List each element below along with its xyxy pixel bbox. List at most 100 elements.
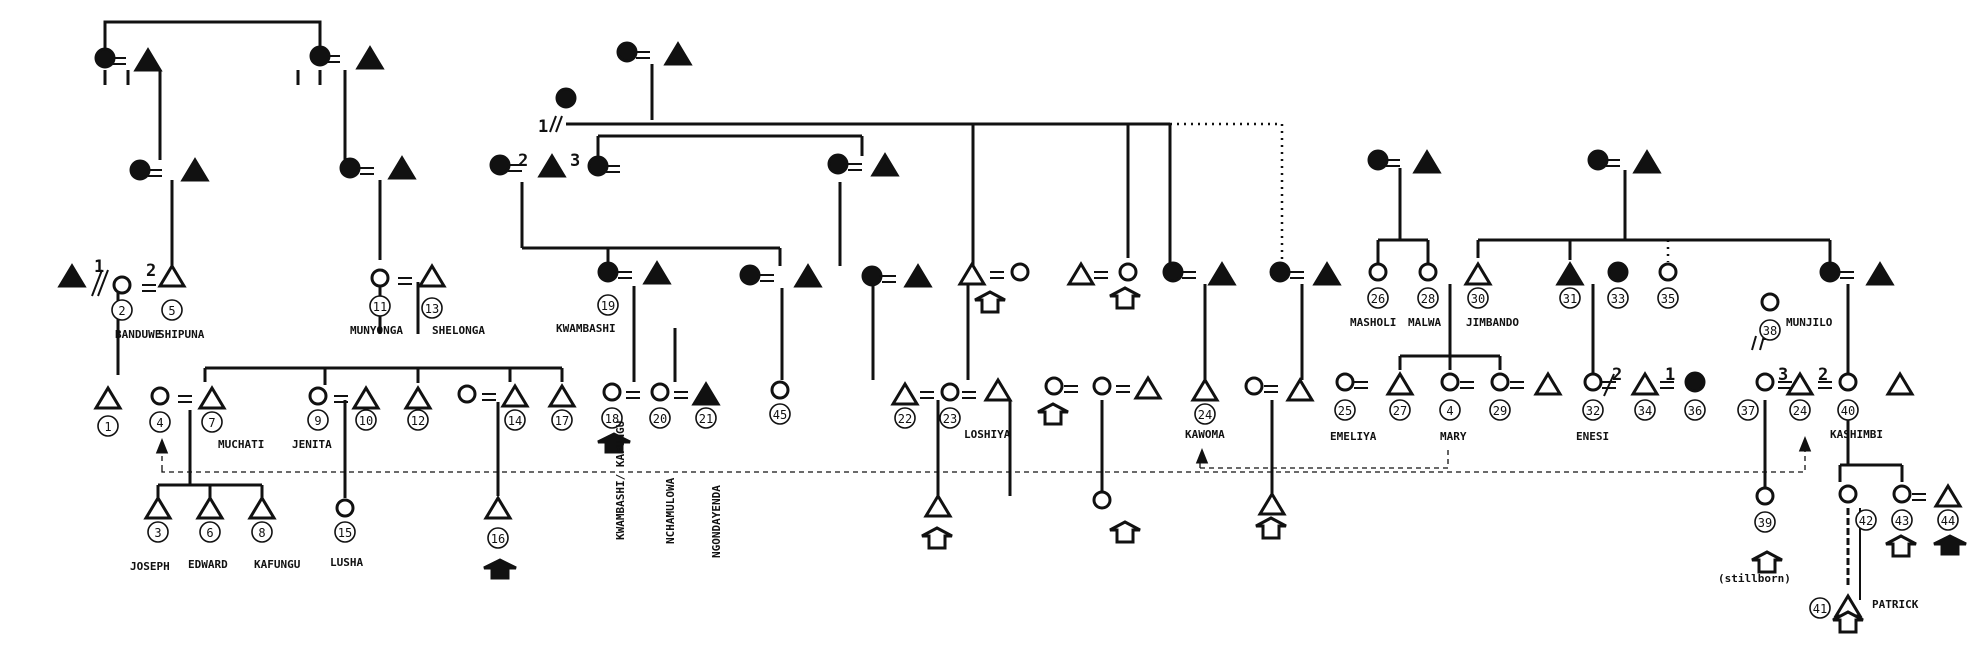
svg-text:26: 26 xyxy=(1371,292,1385,306)
person-numbers: 2 5 11 13 19 26 28 30 31 33 35 38 1 4 7 … xyxy=(97,287,1959,619)
arrow-up-icon xyxy=(1109,286,1141,310)
male-icon xyxy=(143,495,173,520)
svg-text:40: 40 xyxy=(1841,404,1855,418)
number-badge: 7 xyxy=(201,411,223,433)
name-label: MUCHATI xyxy=(218,438,264,451)
arrowhead-icon xyxy=(1798,435,1812,452)
mark-numeral: 1 xyxy=(94,257,104,277)
number-badge: 22 xyxy=(894,407,916,429)
male-deceased-icon xyxy=(691,381,721,406)
svg-text:7: 7 xyxy=(208,416,215,430)
svg-text:28: 28 xyxy=(1421,292,1435,306)
mark-numeral: 2 xyxy=(518,151,528,171)
number-badge: 33 xyxy=(1607,287,1629,309)
svg-text:2: 2 xyxy=(118,304,125,318)
svg-text:16: 16 xyxy=(491,532,505,546)
arrow-up-icon xyxy=(1751,550,1783,574)
number-badge: 24 xyxy=(1789,399,1811,421)
male-icon xyxy=(1463,261,1493,286)
svg-text:4: 4 xyxy=(156,416,163,430)
female-icon xyxy=(770,380,790,400)
male-icon xyxy=(1933,483,1963,508)
marriage-marks xyxy=(91,51,1926,501)
female-icon xyxy=(1118,262,1138,282)
female-icon xyxy=(1418,262,1438,282)
person-names: BANDUWE SHIPUNA MUNYONGA SHELONGA KWAMBA… xyxy=(115,316,1919,611)
male-icon xyxy=(1630,371,1660,396)
svg-text:39: 39 xyxy=(1758,516,1772,530)
svg-text:3: 3 xyxy=(154,526,161,540)
number-badge: 35 xyxy=(1657,287,1679,309)
mark-numeral: 2 xyxy=(146,261,156,281)
name-label: KWAMBASHI/ KAFUNGU xyxy=(614,420,627,540)
svg-text:34: 34 xyxy=(1638,404,1652,418)
female-deceased-icon xyxy=(616,41,638,63)
svg-text:31: 31 xyxy=(1563,292,1577,306)
name-label: MALWA xyxy=(1408,316,1441,329)
male-icon xyxy=(351,385,381,410)
number-badge: 10 xyxy=(355,409,377,431)
mark-numeral: 3 xyxy=(1778,365,1788,385)
svg-text:37: 37 xyxy=(1741,404,1755,418)
number-badge: 19 xyxy=(597,294,619,316)
svg-text:22: 22 xyxy=(898,412,912,426)
svg-text:45: 45 xyxy=(773,408,787,422)
number-badge: 14 xyxy=(504,409,526,431)
svg-text:19: 19 xyxy=(601,299,615,313)
arrowhead-icon xyxy=(155,437,169,454)
number-badge: 15 xyxy=(334,521,356,543)
female-icon xyxy=(150,386,170,406)
svg-text:4: 4 xyxy=(1446,404,1453,418)
svg-text:24: 24 xyxy=(1198,408,1212,422)
arrowhead-icon xyxy=(1195,447,1209,464)
number-badge: 8 xyxy=(251,521,273,543)
number-badge: 38 xyxy=(1759,319,1781,341)
name-label: NGONDAYENDA xyxy=(710,485,723,558)
number-badge: 29 xyxy=(1489,399,1511,421)
number-badge: 34 xyxy=(1634,399,1656,421)
arrow-up-filled-icon xyxy=(1933,534,1967,556)
svg-text:43: 43 xyxy=(1895,514,1909,528)
svg-text:5: 5 xyxy=(168,304,175,318)
female-icon xyxy=(1044,376,1064,396)
arrow-up-filled-icon xyxy=(597,432,631,454)
male-deceased-icon xyxy=(1632,149,1662,174)
male-deceased-icon xyxy=(1555,261,1585,286)
arrow-up-icon xyxy=(974,290,1006,314)
svg-text:1: 1 xyxy=(104,420,111,434)
number-badge: 16 xyxy=(487,527,509,549)
name-label: MASHOLI xyxy=(1350,316,1396,329)
female-deceased-icon xyxy=(739,264,761,286)
male-deceased-icon xyxy=(57,263,87,288)
arrow-up-icon xyxy=(921,526,953,550)
name-label: KAWOMA xyxy=(1185,428,1225,441)
mark-numeral: 1 xyxy=(538,117,548,137)
male-icon xyxy=(890,381,920,406)
female-icon xyxy=(1490,372,1510,392)
number-badge: 4 xyxy=(149,411,171,433)
svg-text:32: 32 xyxy=(1586,404,1600,418)
svg-text:10: 10 xyxy=(359,414,373,428)
female-deceased-icon xyxy=(489,154,511,176)
number-badge: 17 xyxy=(551,409,573,431)
svg-text:12: 12 xyxy=(411,414,425,428)
svg-text:44: 44 xyxy=(1941,514,1955,528)
svg-text:24: 24 xyxy=(1793,404,1807,418)
male-icon xyxy=(1785,371,1815,396)
female-icon xyxy=(335,498,355,518)
svg-text:9: 9 xyxy=(314,414,321,428)
male-icon xyxy=(983,377,1013,402)
name-label: SHELONGA xyxy=(432,324,485,337)
name-label: EMELIYA xyxy=(1330,430,1377,443)
female-icon xyxy=(1335,372,1355,392)
male-icon xyxy=(1190,377,1220,402)
svg-text:29: 29 xyxy=(1493,404,1507,418)
male-icon xyxy=(417,263,447,288)
female-icon xyxy=(1244,376,1264,396)
male-icon xyxy=(1885,371,1915,396)
kinship-symbols xyxy=(57,41,1967,634)
male-icon xyxy=(1385,371,1415,396)
male-icon xyxy=(923,493,953,518)
female-icon xyxy=(457,384,477,404)
number-badge: 1 xyxy=(97,415,119,437)
